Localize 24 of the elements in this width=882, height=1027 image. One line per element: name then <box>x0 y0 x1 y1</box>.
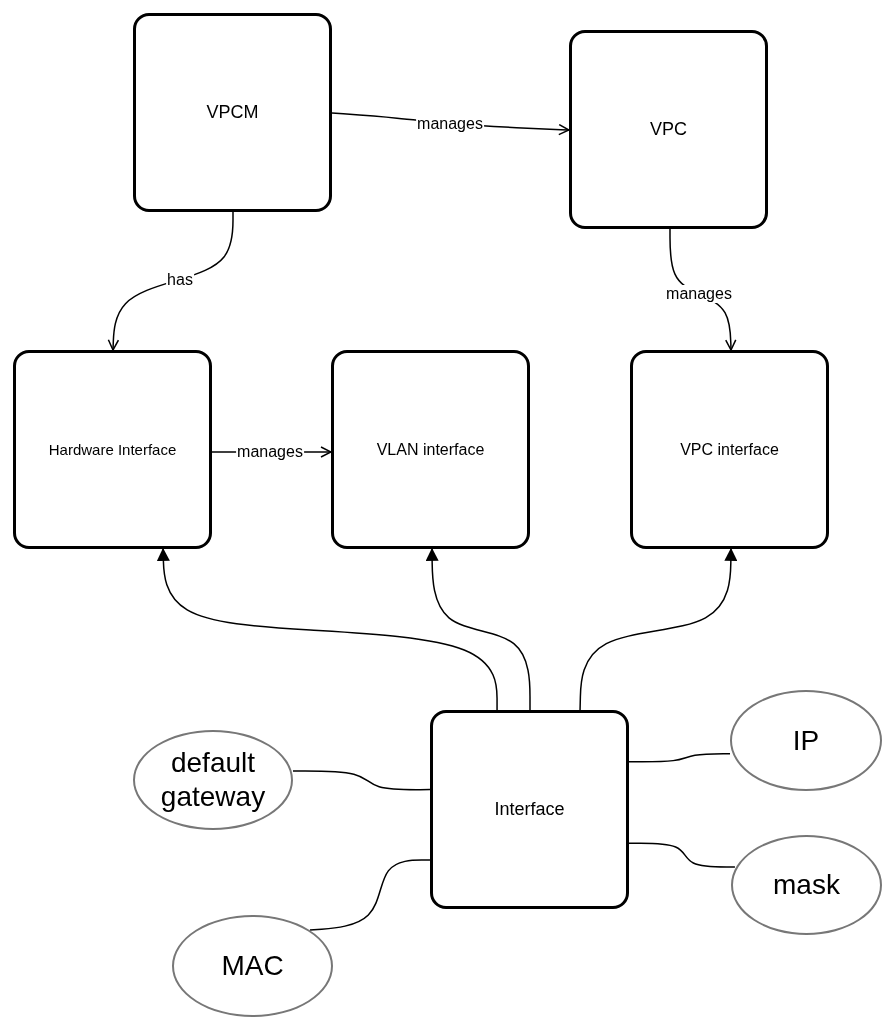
edge-label: manages <box>665 285 733 303</box>
connector-line <box>628 752 731 763</box>
process-box <box>133 13 332 212</box>
arrow <box>425 547 531 711</box>
process-box <box>331 350 530 549</box>
node-label: default gateway <box>159 746 267 814</box>
connector-line <box>309 859 431 931</box>
node-label: MAC <box>221 949 284 983</box>
node-label: IP <box>792 723 820 758</box>
node-label: Hardware Interface <box>48 440 177 459</box>
process-box <box>430 710 629 909</box>
node-label: VLAN interface <box>376 439 485 460</box>
node-label: VPCM <box>206 101 259 124</box>
connector-line <box>292 770 431 791</box>
process-box <box>13 350 212 549</box>
node-label: mask <box>773 868 840 902</box>
process-box <box>569 30 768 229</box>
process-box <box>630 350 829 549</box>
arrow <box>579 547 738 711</box>
arrow <box>156 547 498 711</box>
connector-line <box>628 842 736 868</box>
node-label: VPC <box>650 118 687 141</box>
node-label: Interface <box>494 798 565 821</box>
node-label: VPC interface <box>680 439 779 460</box>
